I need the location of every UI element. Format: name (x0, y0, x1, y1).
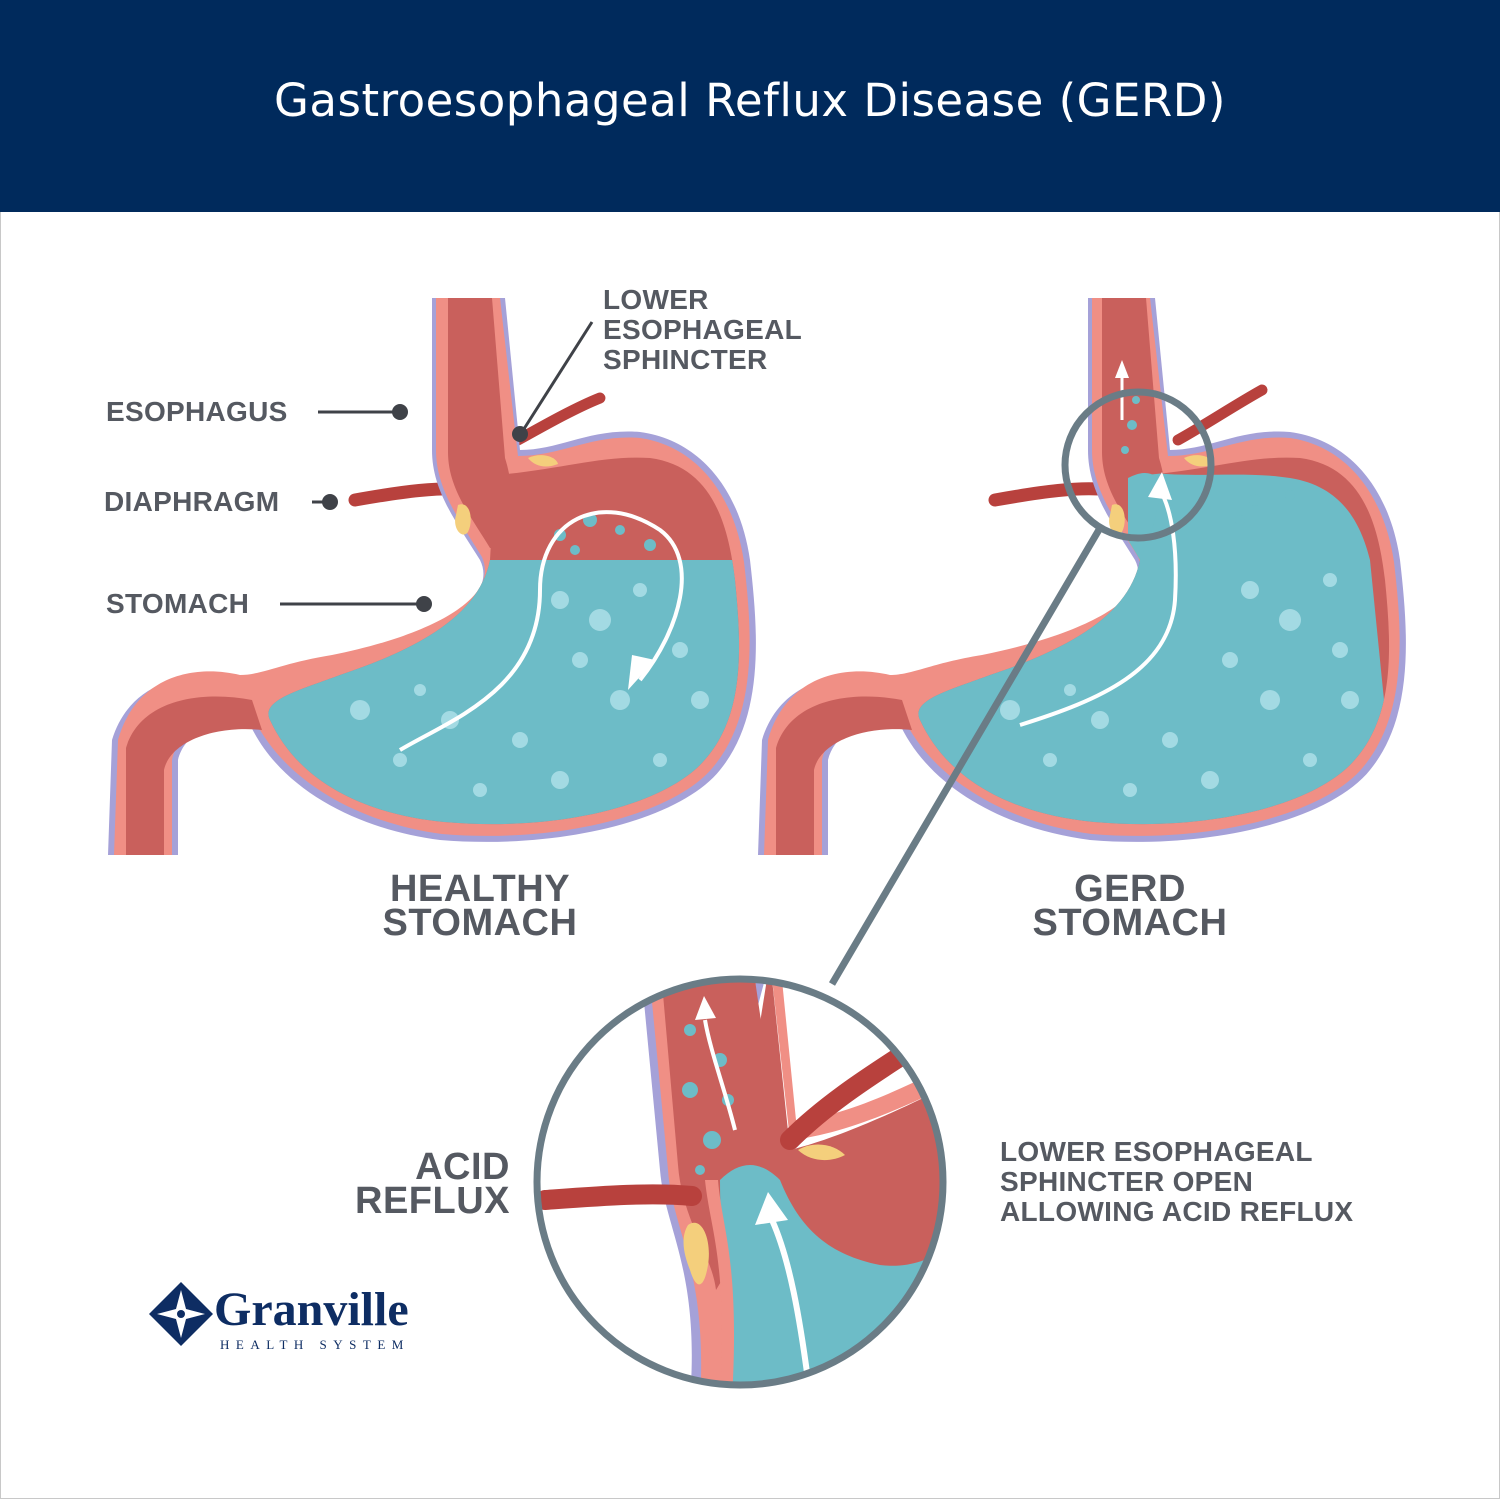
magnifier-small-circle (1061, 388, 1215, 542)
label-healthy-stomach: HEALTHY STOMACH (340, 868, 620, 944)
logo-subtitle: HEALTH SYSTEM (220, 1337, 410, 1352)
label-line: GERD (1074, 868, 1186, 910)
label-line: ESOPHAGEAL (603, 314, 803, 345)
label-line: LOWER (603, 284, 709, 315)
header-banner: Gastroesophageal Reflux Disease (GERD) (0, 0, 1500, 212)
label-line: LOWER ESOPHAGEAL (1000, 1136, 1313, 1167)
label-acid-reflux: ACID REFLUX (330, 1146, 510, 1222)
label-line: SPHINCTER OPEN (1000, 1166, 1254, 1197)
label-line: STOMACH (382, 902, 578, 944)
label-diaphragm: DIAPHRAGM (104, 486, 280, 517)
logo-name: Granville (214, 1283, 409, 1336)
label-line: HEALTHY (389, 868, 571, 910)
zoom-circle-border (533, 975, 947, 1389)
label-esophagus: ESOPHAGUS (106, 396, 288, 427)
label-line: STOMACH (1032, 902, 1228, 944)
label-stomach: STOMACH (106, 588, 250, 619)
granville-star-icon (149, 1282, 213, 1346)
gerd-stomach-figure (758, 298, 1406, 855)
magnifier-connector (828, 526, 1104, 986)
label-lower-esophageal-sphincter: LOWER ESOPHAGEAL SPHINCTER (603, 285, 802, 375)
zoom-detail (533, 975, 947, 1389)
label-line: SPHINCTER (603, 344, 768, 375)
label-line: ALLOWING ACID REFLUX (1000, 1196, 1354, 1227)
label-les-open: LOWER ESOPHAGEAL SPHINCTER OPEN ALLOWING… (1000, 1137, 1353, 1227)
label-pointers (280, 321, 594, 612)
label-gerd-stomach: GERD STOMACH (990, 868, 1270, 944)
label-line: REFLUX (355, 1180, 510, 1222)
healthy-stomach-figure (108, 298, 756, 855)
page-title: Gastroesophageal Reflux Disease (GERD) (274, 74, 1226, 127)
label-line: ACID (415, 1146, 510, 1188)
